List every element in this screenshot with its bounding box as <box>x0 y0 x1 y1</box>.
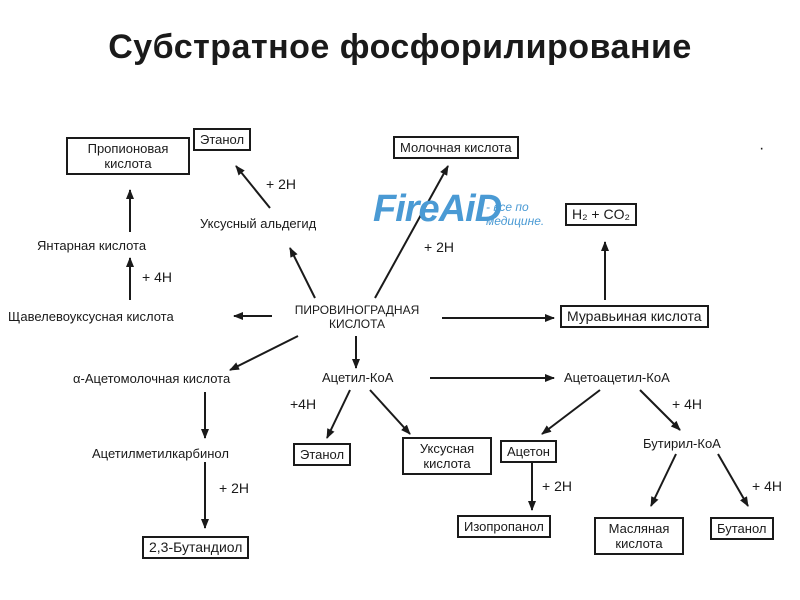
arrow-butyrylcoa-to-butyric <box>650 453 677 507</box>
node-acetoacetyl-coa: Ацетоацетил-КоА <box>564 370 670 385</box>
arrow-pyruvic-to-acetaldehyde <box>289 247 316 299</box>
watermark-logo: FireAiD <box>373 188 502 230</box>
node-butanediol: 2,3-Бутандиол <box>142 536 250 559</box>
arrow-acetylcoa-to-ethanol <box>326 389 351 439</box>
node-butanol: Бутанол <box>710 517 774 540</box>
label-plus-2h-lactic: + 2H <box>424 239 454 255</box>
arrow-butyrylcoa-to-butanol <box>717 453 749 507</box>
node-acetyl-coa: Ацетил-КоА <box>322 370 394 385</box>
label-plus-4h-butanol: + 4H <box>752 478 782 494</box>
page-title: Субстратное фосфорилирование <box>108 28 692 66</box>
node-acetolactic-acid: α-Ацетомолочная кислота <box>73 371 231 386</box>
watermark: FireAiD - все по медицине. <box>373 188 544 231</box>
arrow-acetoacetylcoa-to-acetone <box>541 389 601 435</box>
arrow-pyruvic-to-lactic <box>374 165 449 299</box>
arrow-acetaldehyde-to-ethanol <box>235 165 271 209</box>
node-butyric-acid: Масляная кислота <box>594 517 684 555</box>
node-succinic-acid: Янтарная кислота <box>37 238 147 253</box>
node-pyruvic-acid: ПИРОВИНОГРАДНАЯ КИСЛОТА <box>294 303 420 331</box>
decorative-dot: · <box>759 140 765 157</box>
label-plus-2h-ethanol: + 2H <box>266 176 296 192</box>
node-butyryl-coa: Бутирил-КоА <box>643 436 721 451</box>
node-acetic-acid: Уксусная кислота <box>402 437 492 475</box>
arrow-acetylcoa-to-acetic <box>369 389 411 435</box>
arrow-pyruvic-to-acetolactic <box>229 335 299 371</box>
node-acetaldehyde: Уксусный альдегид <box>200 216 317 231</box>
label-plus-2h-isopropanol: + 2H <box>542 478 572 494</box>
label-plus-4h-ethanol: +4H <box>290 396 317 412</box>
node-propionic-acid: Пропионовая кислота <box>66 137 190 175</box>
node-ethanol-top: Этанол <box>193 128 252 151</box>
node-oxaloacetic-acid: Щавелевоуксусная кислота <box>8 309 174 324</box>
label-plus-4h-butyryl: + 4H <box>672 396 702 412</box>
node-h2-co2: H₂ + CO₂ <box>565 203 637 226</box>
node-formic-acid: Муравьиная кислота <box>560 305 709 328</box>
label-plus-2h-butanediol: + 2H <box>219 480 249 496</box>
node-lactic-acid: Молочная кислота <box>393 136 519 159</box>
node-acetylmethylcarbinol: Ацетилметилкарбинол <box>92 446 229 461</box>
label-plus-4h-succinic: + 4H <box>142 269 172 285</box>
node-isopropanol: Изопропанол <box>457 515 551 538</box>
watermark-tagline: - все по медицине. <box>486 200 545 228</box>
node-ethanol-bottom: Этанол <box>293 443 352 466</box>
node-acetone: Ацетон <box>500 440 557 463</box>
arrow-acetoacetylcoa-to-butyrylcoa <box>639 389 681 431</box>
